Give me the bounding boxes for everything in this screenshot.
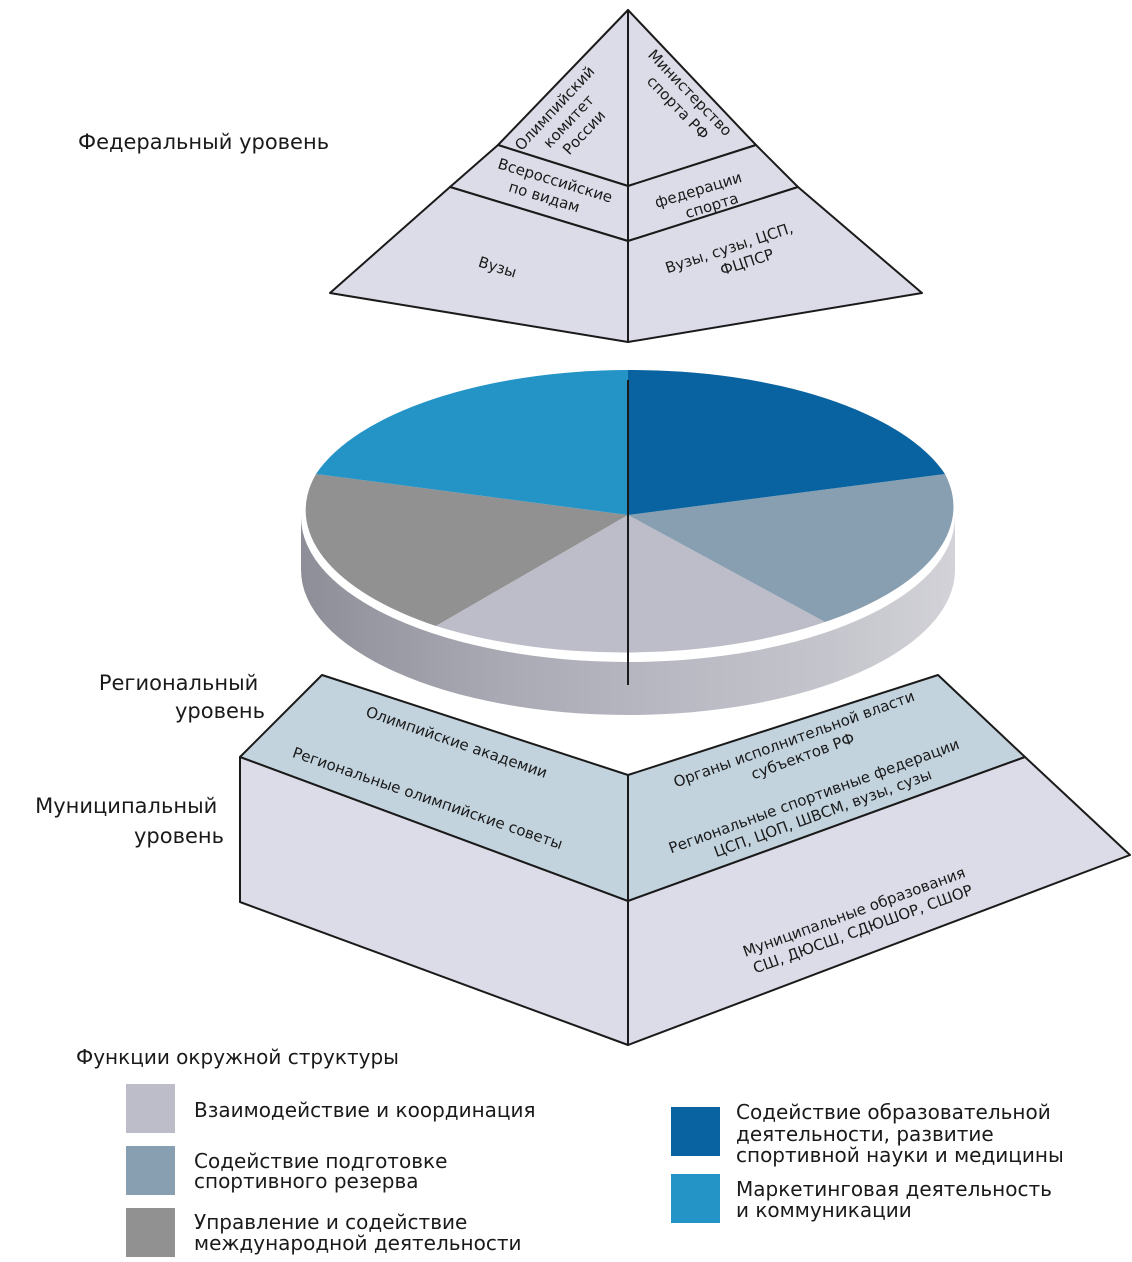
svg-text:Маркетинговая деятельность: Маркетинговая деятельность и коммуникаци… xyxy=(736,1177,1058,1222)
pie-slice-education xyxy=(628,369,945,515)
svg-text:Содействие образовательной: Содействие образовательной деятельности,… xyxy=(736,1100,1064,1167)
legend-label-reserve-line-2: спортивного резерва xyxy=(194,1169,419,1193)
legend-label-management-line-1: Управление и содействие xyxy=(194,1210,467,1234)
legend-item-reserve: Содействие подготовке спортивного резерв… xyxy=(126,1146,454,1195)
pie-slice-interaction xyxy=(436,515,825,653)
regional-level-label-line-1: Региональный xyxy=(99,671,258,695)
legend-swatch-interaction xyxy=(126,1084,175,1133)
federal-pyramid xyxy=(329,9,923,343)
regional-level-label-line-2: уровень xyxy=(175,699,265,723)
federal-level-label: Федеральный уровень xyxy=(78,130,329,154)
legend-label-marketing-line-2: и коммуникации xyxy=(736,1198,912,1222)
svg-text:Региональный уровень: Региональный уровень xyxy=(99,671,265,723)
legend-swatch-education xyxy=(671,1107,720,1156)
legend-swatch-reserve xyxy=(126,1146,175,1195)
legend-item-interaction: Взаимодействие и координация xyxy=(126,1084,536,1133)
municipal-level-label-line-1: Муниципальный xyxy=(35,794,217,818)
legend-label-reserve-line-1: Содействие подготовке xyxy=(194,1149,447,1173)
legend-item-education: Содействие образовательной деятельности,… xyxy=(671,1100,1064,1167)
municipal-level-label-line-2: уровень xyxy=(134,824,224,848)
legend-title: Функции окружной структуры xyxy=(76,1045,399,1069)
legend-label-interaction: Взаимодействие и координация xyxy=(194,1098,536,1122)
legend-label-education-line-3: спортивной науки и медицины xyxy=(736,1143,1064,1167)
svg-text:Содействие подготовке: Содействие подготовке спортивного резерв… xyxy=(194,1149,454,1193)
pie-slice-marketing xyxy=(316,370,628,515)
legend-label-marketing-line-1: Маркетинговая деятельность xyxy=(736,1177,1052,1201)
legend-swatch-marketing xyxy=(671,1174,720,1223)
legend-item-marketing: Маркетинговая деятельность и коммуникаци… xyxy=(671,1174,1058,1223)
svg-text:Муниципальный уровень: Муниципальный уровень xyxy=(35,794,224,848)
pyramid-bottom-right-face xyxy=(627,186,923,343)
legend-label-management-line-2: международной деятельности xyxy=(194,1231,521,1255)
legend-item-management: Управление и содействие международной де… xyxy=(126,1208,521,1257)
pie-rim xyxy=(301,517,955,715)
legend-label-education-line-2: деятельности, развитие xyxy=(736,1122,994,1146)
pie-slice-management xyxy=(305,474,628,626)
legend-swatch-management xyxy=(126,1208,175,1257)
municipal-right-face xyxy=(627,756,1131,1046)
regional-pie xyxy=(301,369,955,715)
pie-slice-reserve xyxy=(628,474,954,622)
svg-text:Управление и содействие: Управление и содействие международной де… xyxy=(194,1210,521,1255)
municipal-block xyxy=(239,674,1131,1046)
legend-label-education-line-1: Содействие образовательной xyxy=(736,1100,1051,1124)
legend: Функции окружной структуры Взаимодействи… xyxy=(76,1045,1064,1257)
